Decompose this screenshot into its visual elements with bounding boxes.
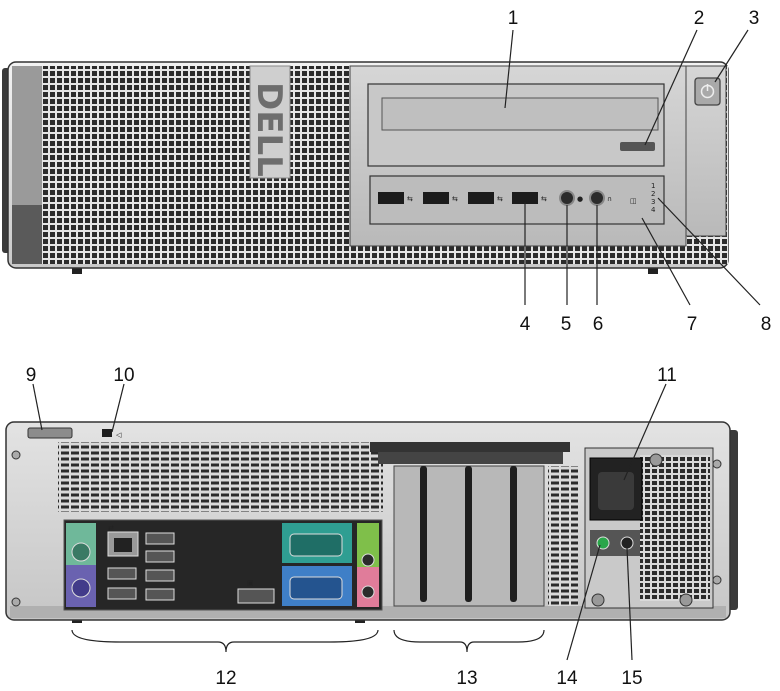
vga-port[interactable] — [289, 576, 343, 600]
usb-port[interactable] — [378, 192, 404, 204]
svg-text:3: 3 — [651, 198, 655, 206]
expansion-card-top — [370, 442, 570, 452]
ps2-mouse-port[interactable] — [71, 578, 91, 598]
headphone-icon: ∩ — [607, 195, 612, 203]
microphone-icon: ● — [577, 195, 583, 203]
callout-8: 8 — [761, 314, 772, 335]
usb-icon: ⇆ — [452, 195, 458, 203]
front-usb-ports: ⇆ ⇆ ⇆ ⇆ — [378, 192, 547, 204]
usb-port[interactable] — [107, 567, 137, 580]
front-view: DELL ⇆ ⇆ ⇆ ⇆ ● ∩ ◫ 1 — [2, 61, 729, 274]
screw — [11, 450, 21, 460]
callout-14: 14 — [556, 668, 578, 689]
expansion-slot[interactable] — [510, 466, 517, 602]
ps2-keyboard-port[interactable] — [71, 542, 91, 562]
callout-9: 9 — [26, 365, 37, 386]
expansion-slots — [420, 466, 517, 602]
brace-12 — [71, 629, 379, 653]
optical-drive-tray — [381, 97, 659, 131]
usb-port[interactable] — [145, 532, 175, 545]
diagnostic-lights: 1 2 3 4 — [651, 182, 656, 214]
usb-icon: ⇆ — [407, 195, 413, 203]
usb-port[interactable] — [468, 192, 494, 204]
callout-7: 7 — [687, 314, 698, 335]
expansion-slot[interactable] — [420, 466, 427, 602]
usb-port[interactable] — [512, 192, 538, 204]
microphone-jack[interactable] — [559, 190, 575, 206]
rear-usb-ports — [107, 532, 175, 601]
psu-vent — [640, 455, 710, 601]
callout-4: 4 — [520, 314, 531, 335]
power-button[interactable] — [694, 77, 721, 106]
drive-activity-light-icon: ◫ — [630, 197, 637, 205]
callout-2: 2 — [694, 8, 705, 29]
padlock-ring[interactable] — [27, 427, 73, 439]
usb-icon: ⇆ — [541, 195, 547, 203]
callout-12: 12 — [215, 668, 236, 689]
psu-screw — [679, 593, 693, 607]
power-connector-socket — [598, 472, 634, 510]
foot — [648, 268, 658, 274]
displayport-connector[interactable] — [237, 588, 275, 604]
network-port-socket — [114, 538, 132, 552]
displayport-icon: ▣ — [247, 579, 254, 587]
rear-vent-right — [548, 466, 578, 606]
svg-text:4: 4 — [651, 206, 656, 214]
serial-port[interactable] — [289, 533, 343, 557]
callout-13: 13 — [456, 668, 477, 689]
callout-lines — [32, 29, 761, 661]
callout-1: 1 — [508, 8, 519, 29]
optical-drive-eject-button[interactable] — [620, 142, 655, 151]
callout-labels: 1 2 3 4 5 6 7 8 9 10 11 12 13 14 15 — [26, 8, 772, 689]
svg-text:2: 2 — [651, 190, 655, 198]
network-icon: ⇄ — [108, 524, 114, 532]
dell-logo: DELL — [249, 82, 289, 177]
usb-port[interactable] — [145, 588, 175, 601]
front-io-bar — [369, 175, 665, 225]
expansion-slot[interactable] — [465, 466, 472, 602]
power-supply-diagnostic-button[interactable] — [620, 536, 634, 550]
line-out-jack[interactable] — [361, 553, 375, 567]
line-out-area — [357, 523, 379, 567]
psu-screw — [649, 453, 663, 467]
foot — [72, 268, 82, 274]
rear-vent-top — [58, 442, 383, 512]
headphone-jack[interactable] — [589, 190, 605, 206]
usb-port[interactable] — [145, 550, 175, 563]
bezel-side-strip-dark — [12, 205, 42, 264]
svg-text:1: 1 — [651, 182, 655, 190]
usb-port[interactable] — [145, 569, 175, 582]
usb-port[interactable] — [107, 587, 137, 600]
dell-logo-plate — [249, 65, 291, 179]
security-cable-slot[interactable] — [102, 429, 112, 437]
callout-10: 10 — [113, 365, 134, 386]
callout-6: 6 — [593, 314, 604, 335]
callout-3: 3 — [749, 8, 760, 29]
callout-11: 11 — [657, 365, 677, 386]
back-view: ◁ ⇄ ▣ — [5, 421, 738, 623]
callout-15: 15 — [621, 668, 642, 689]
brace-13 — [393, 629, 545, 653]
screw — [11, 597, 21, 607]
callout-5: 5 — [561, 314, 572, 335]
screw — [712, 459, 722, 469]
lock-icon: ◁ — [116, 431, 122, 439]
usb-icon: ⇆ — [497, 195, 503, 203]
psu-screw — [591, 593, 605, 607]
line-in-jack[interactable] — [361, 585, 375, 599]
usb-port[interactable] — [423, 192, 449, 204]
screw — [712, 575, 722, 585]
